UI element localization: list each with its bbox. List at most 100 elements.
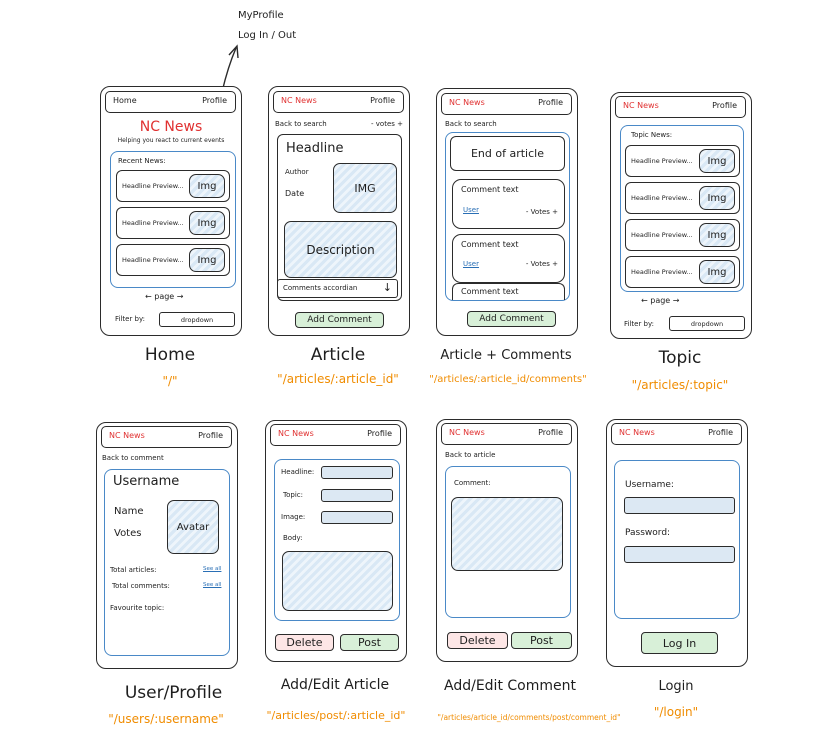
arrow-left-icon[interactable]: ← — [641, 296, 648, 305]
topic-news-panel: Topic News: Headline Preview... Img Head… — [620, 125, 744, 292]
password-input[interactable] — [624, 546, 735, 563]
nav-home-link[interactable]: Home — [113, 96, 137, 105]
comments-accordion[interactable]: Comments accordian ↓ — [277, 279, 398, 298]
see-all-comments-link[interactable]: See all — [203, 582, 222, 588]
comment-label: Comment: — [454, 479, 491, 487]
back-to-search-link[interactable]: Back to search — [275, 120, 327, 128]
arrow-down-icon: ↓ — [382, 281, 392, 294]
filter-label: Filter by: — [624, 320, 654, 328]
topic-input[interactable] — [321, 489, 393, 502]
image-label: Image: — [281, 513, 306, 521]
comment-votes[interactable]: - Votes + — [525, 260, 558, 268]
nav-brand[interactable]: NC News — [623, 101, 659, 110]
login-button[interactable]: Log In — [641, 632, 718, 654]
back-to-article-link[interactable]: Back to article — [445, 451, 496, 459]
article-navbar: NC News Profile — [273, 91, 404, 113]
pagination[interactable]: ← page → — [641, 296, 679, 305]
news-item[interactable]: Headline Preview... Img — [116, 170, 230, 202]
article-date: Date — [285, 189, 305, 198]
nav-profile-link[interactable]: Profile — [708, 428, 733, 437]
home-brand-title: NC News — [139, 119, 203, 135]
article-votes[interactable]: - votes + — [371, 120, 403, 128]
nav-brand[interactable]: NC News — [281, 96, 317, 105]
comment-text: Comment text — [461, 185, 519, 194]
nav-brand[interactable]: NC News — [449, 428, 485, 437]
nav-brand[interactable]: NC News — [449, 98, 485, 107]
comment-votes[interactable]: - Votes + — [525, 208, 558, 216]
topic-wireframe: NC News Profile Topic News: Headline Pre… — [610, 92, 752, 339]
avatar: Avatar — [167, 500, 219, 554]
username-label: Username: — [625, 480, 674, 490]
article-comments-navbar: NC News Profile — [441, 93, 572, 115]
nav-profile-link[interactable]: Profile — [198, 431, 223, 440]
comment-user-link[interactable]: User — [463, 260, 479, 268]
user-navbar: NC News Profile — [101, 426, 232, 448]
article-comments-caption: Article + Comments — [440, 348, 572, 363]
nav-brand[interactable]: NC News — [619, 428, 655, 437]
article-caption: Article — [310, 345, 366, 365]
news-item[interactable]: Headline Preview... Img — [116, 207, 230, 239]
end-of-article: End of article — [450, 136, 565, 171]
nav-profile-link[interactable]: Profile — [202, 96, 227, 105]
comment-text: Comment text — [461, 287, 519, 296]
back-to-comment-link[interactable]: Back to comment — [102, 454, 164, 462]
login-wireframe: NC News Profile Username: Password: Log … — [606, 419, 748, 667]
add-edit-comment-route: "/articles/article_id/comments/post/comm… — [437, 713, 621, 722]
news-item[interactable]: Headline Preview... Img — [116, 244, 230, 276]
add-edit-comment-caption: Add/Edit Comment — [444, 678, 576, 694]
arrow-right-icon[interactable]: → — [672, 296, 680, 305]
topic-news-label: Topic News: — [631, 131, 673, 139]
post-button[interactable]: Post — [340, 634, 399, 651]
headline-preview: Headline Preview... — [631, 157, 693, 165]
arrow-left-icon[interactable]: ← — [145, 292, 152, 301]
delete-button[interactable]: Delete — [275, 634, 334, 651]
comment-card-partial: Comment text — [452, 283, 565, 300]
login-route: "/login" — [653, 705, 699, 719]
total-articles-label: Total articles: — [110, 566, 157, 574]
add-comment-button[interactable]: Add Comment — [467, 311, 556, 327]
headline-input[interactable] — [321, 466, 393, 479]
login-caption: Login — [658, 679, 694, 694]
see-all-articles-link[interactable]: See all — [203, 566, 222, 572]
nav-profile-link[interactable]: Profile — [370, 96, 395, 105]
recent-news-label: Recent News: — [118, 157, 166, 165]
add-comment-navbar: NC News Profile — [441, 423, 572, 445]
article-comments-route: "/articles/:article_id/comments" — [429, 374, 587, 385]
accordion-label: Comments accordian — [283, 284, 358, 292]
nav-profile-link[interactable]: Profile — [367, 429, 392, 438]
nav-profile-link[interactable]: Profile — [712, 101, 737, 110]
nav-brand[interactable]: NC News — [278, 429, 314, 438]
add-edit-comment-wireframe: NC News Profile Back to article Comment:… — [436, 419, 578, 662]
pagination-label: page — [650, 296, 671, 305]
news-item[interactable]: Headline Preview... Img — [625, 182, 740, 214]
body-textarea[interactable] — [282, 551, 393, 611]
topic-label: Topic: — [283, 491, 303, 499]
pagination[interactable]: ← page → — [145, 292, 183, 301]
arrow-right-icon[interactable]: → — [176, 292, 184, 301]
post-button[interactable]: Post — [511, 632, 572, 649]
filter-dropdown[interactable]: dropdown — [159, 312, 235, 327]
home-caption: Home — [144, 345, 196, 365]
back-to-search-link[interactable]: Back to search — [445, 120, 497, 128]
headline-preview: Headline Preview... — [631, 231, 693, 239]
comment-user-link[interactable]: User — [463, 206, 479, 214]
login-form: Username: Password: — [614, 460, 740, 619]
image-placeholder: Img — [189, 211, 225, 235]
news-item[interactable]: Headline Preview... Img — [625, 256, 740, 288]
comment-textarea[interactable] — [451, 497, 563, 571]
nav-profile-link[interactable]: Profile — [538, 98, 563, 107]
add-comment-button[interactable]: Add Comment — [295, 312, 384, 328]
nav-brand[interactable]: NC News — [109, 431, 145, 440]
news-item[interactable]: Headline Preview... Img — [625, 145, 740, 177]
nav-profile-link[interactable]: Profile — [538, 428, 563, 437]
filter-dropdown[interactable]: dropdown — [669, 316, 745, 331]
news-item[interactable]: Headline Preview... Img — [625, 219, 740, 251]
article-comments-wireframe: NC News Profile Back to search End of ar… — [436, 88, 578, 336]
login-navbar: NC News Profile — [611, 423, 742, 445]
image-input[interactable] — [321, 511, 393, 524]
home-navbar: Home Profile — [105, 91, 236, 113]
username-input[interactable] — [624, 497, 735, 514]
delete-button[interactable]: Delete — [447, 632, 508, 649]
article-author: Author — [285, 168, 309, 176]
add-edit-article-caption: Add/Edit Article — [280, 677, 390, 693]
